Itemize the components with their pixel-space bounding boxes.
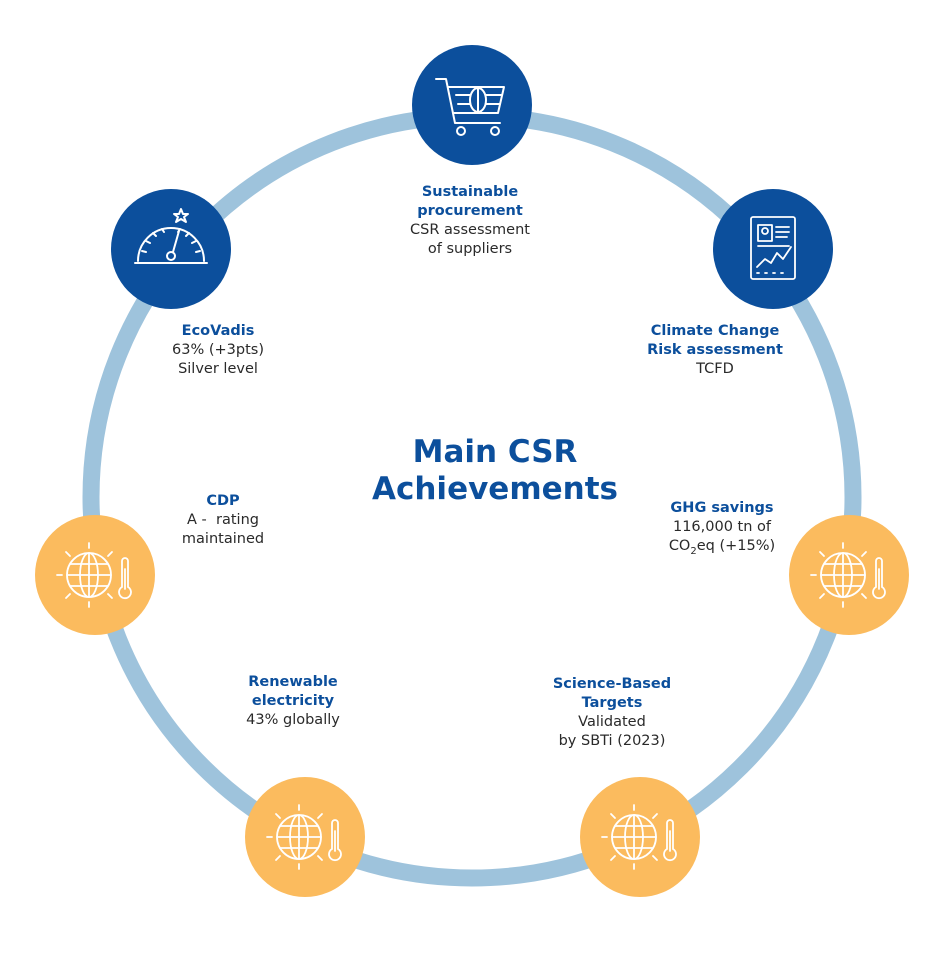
item-title: procurement (417, 203, 523, 219)
item-description: 43% globally (246, 712, 340, 728)
item-title: Climate Change (650, 323, 780, 339)
item-description: A - rating (187, 512, 259, 528)
item-title: Targets (581, 695, 643, 711)
label-cdp: CDP A - rating maintained (123, 492, 323, 549)
title-line-1: Main CSR (412, 434, 578, 470)
globe-thermometer-icon (601, 804, 677, 870)
globe-thermometer-icon (810, 542, 886, 608)
label-renewable-electricity: Renewable electricity 43% globally (193, 673, 393, 730)
item-title: EcoVadis (181, 323, 255, 339)
label-science-based-targets: Science-Based Targets Validated by SBTi … (512, 675, 712, 751)
globe-thermometer-icon (266, 804, 342, 870)
item-description: Validated (578, 714, 646, 730)
item-title: CDP (206, 493, 240, 509)
co2-subscript: 2 (690, 545, 697, 557)
item-description: 63% (+3pts) (172, 342, 264, 358)
label-climate-change-risk: Climate Change Risk assessment TCFD (615, 322, 815, 379)
item-title: Risk assessment (647, 342, 783, 358)
co2-tail: eq (+15%) (696, 538, 776, 554)
label-ghg-savings: GHG savings 116,000 tn of CO2eq (+15%) (622, 499, 822, 561)
item-title: electricity (251, 693, 335, 709)
globe-thermometer-icon (56, 542, 132, 608)
item-title: GHG savings (670, 500, 774, 516)
page-title: Main CSR Achievements (300, 434, 690, 508)
node-ghg-savings (789, 515, 909, 635)
label-sustainable-procurement: Sustainable procurement CSR assessment o… (370, 183, 570, 259)
node-climate-change-risk (713, 189, 833, 309)
node-sustainable-procurement (412, 45, 532, 165)
item-description: Silver level (178, 361, 258, 377)
item-description: 116,000 tn of (672, 519, 772, 535)
node-cdp (35, 515, 155, 635)
title-line-2: Achievements (372, 471, 618, 507)
node-science-based-targets (580, 777, 700, 897)
shopping-cart-leaf-icon (435, 78, 505, 136)
item-description: CSR assessment (410, 222, 530, 238)
item-description: maintained (181, 531, 265, 547)
label-ecovadis: EcoVadis 63% (+3pts) Silver level (118, 322, 318, 379)
item-title: Science-Based (552, 676, 672, 692)
co2-text: CO (668, 538, 691, 554)
risk-report-chart-icon (750, 216, 796, 280)
item-description: by SBTi (2023) (558, 733, 666, 749)
node-ecovadis (111, 189, 231, 309)
item-description-co2: CO2eq (+15%) (622, 537, 822, 561)
item-description: of suppliers (427, 241, 513, 257)
node-renewable-electricity (245, 777, 365, 897)
item-description: TCFD (696, 361, 734, 377)
item-title: Sustainable (421, 184, 519, 200)
speedometer-star-icon (134, 208, 208, 264)
item-title: Renewable (248, 674, 338, 690)
